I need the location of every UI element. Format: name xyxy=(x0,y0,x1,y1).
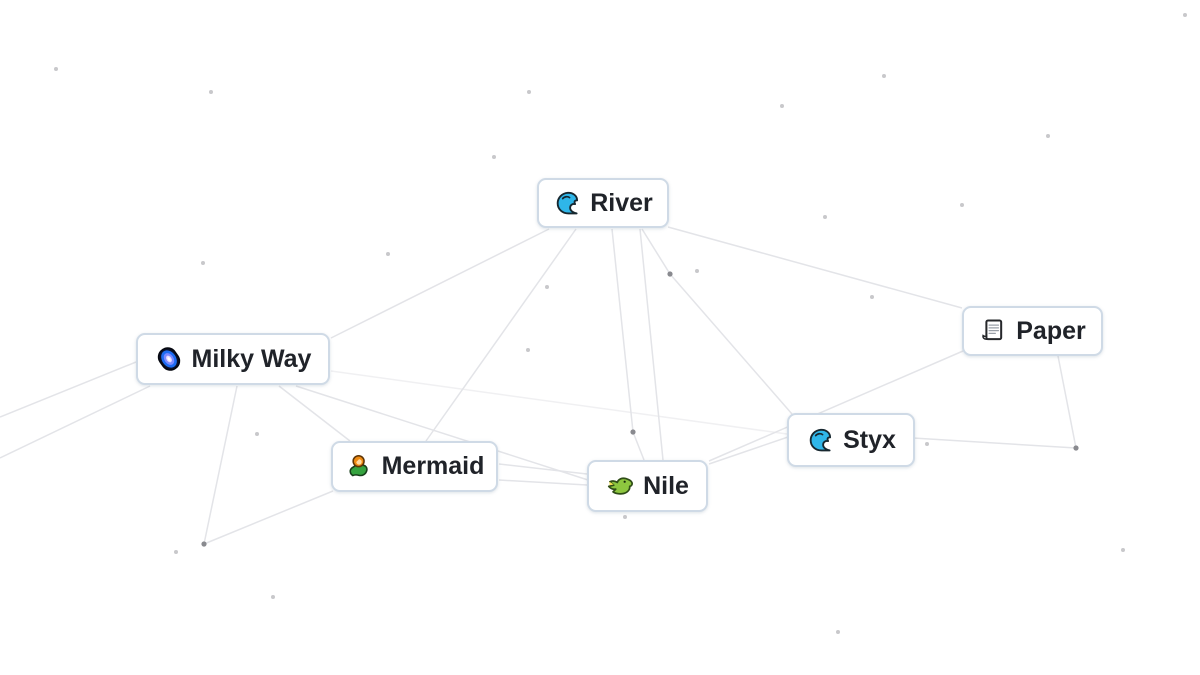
background-dust-dot xyxy=(201,261,205,265)
background-dust-dot xyxy=(545,285,549,289)
background-dust-dot xyxy=(209,90,213,94)
background-dust-dot xyxy=(527,90,531,94)
craft-link-line xyxy=(611,228,634,433)
background-dust-dot xyxy=(695,269,699,273)
craft-link-line xyxy=(0,361,137,418)
link-junction-dot xyxy=(630,429,636,435)
scroll-icon xyxy=(979,317,1007,345)
background-dust-dot xyxy=(925,442,929,446)
craft-link-line xyxy=(1057,355,1077,449)
background-dust-dot xyxy=(255,432,259,436)
background-dust-dot xyxy=(54,67,58,71)
background-dust-dot xyxy=(823,215,827,219)
craft-link-line xyxy=(641,228,671,275)
background-dust-dot xyxy=(870,295,874,299)
background-dust-dot xyxy=(1121,548,1125,552)
craft-link-line xyxy=(708,436,789,465)
background-dust-dot xyxy=(174,550,178,554)
background-dust-dot xyxy=(1183,13,1187,17)
craft-link-line xyxy=(330,370,788,435)
background-dust-dot xyxy=(882,74,886,78)
craft-link-line xyxy=(0,385,151,459)
craft-link-line xyxy=(669,273,793,415)
element-label: Nile xyxy=(643,471,689,500)
craft-link-line xyxy=(295,385,589,481)
link-junction-dot xyxy=(1073,445,1079,451)
element-card-mermaid[interactable]: Mermaid xyxy=(331,441,498,492)
craft-link-line xyxy=(912,437,1077,449)
craft-link-line xyxy=(203,490,334,545)
background-dust-dot xyxy=(623,515,627,519)
background-dust-dot xyxy=(492,155,496,159)
crocodile-icon xyxy=(606,472,634,500)
craft-link-line xyxy=(632,431,645,461)
element-card-paper[interactable]: Paper xyxy=(962,306,1103,356)
background-dust-dot xyxy=(526,348,530,352)
background-dust-dot xyxy=(780,104,784,108)
craft-link-line xyxy=(498,463,588,475)
galaxy-icon xyxy=(155,345,183,373)
background-dust-dot xyxy=(271,595,275,599)
element-card-milky-way[interactable]: Milky Way xyxy=(136,333,330,385)
element-card-styx[interactable]: Styx xyxy=(787,413,915,467)
craft-link-line xyxy=(498,479,588,486)
wave-icon xyxy=(553,189,581,217)
craft-link-line xyxy=(203,385,238,545)
element-label: River xyxy=(590,188,653,217)
link-junction-dot xyxy=(201,541,207,547)
craft-link-line xyxy=(425,228,577,442)
background-dust-dot xyxy=(836,630,840,634)
background-dust-dot xyxy=(386,252,390,256)
background-dust-dot xyxy=(960,203,964,207)
element-card-nile[interactable]: Nile xyxy=(587,460,708,512)
element-label: Milky Way xyxy=(191,344,312,373)
mermaid-icon xyxy=(345,453,373,481)
link-junction-dot xyxy=(667,271,673,277)
background-dust-dot xyxy=(1046,134,1050,138)
element-label: Paper xyxy=(1016,316,1086,345)
wave-icon xyxy=(806,426,834,454)
element-label: Styx xyxy=(843,425,896,454)
craft-link-line xyxy=(278,385,351,442)
craft-link-line xyxy=(639,228,664,461)
craft-link-line xyxy=(667,226,963,309)
craft-link-line xyxy=(708,350,964,462)
element-label: Mermaid xyxy=(381,452,485,480)
element-card-river[interactable]: River xyxy=(537,178,669,228)
craft-link-line xyxy=(330,228,550,339)
